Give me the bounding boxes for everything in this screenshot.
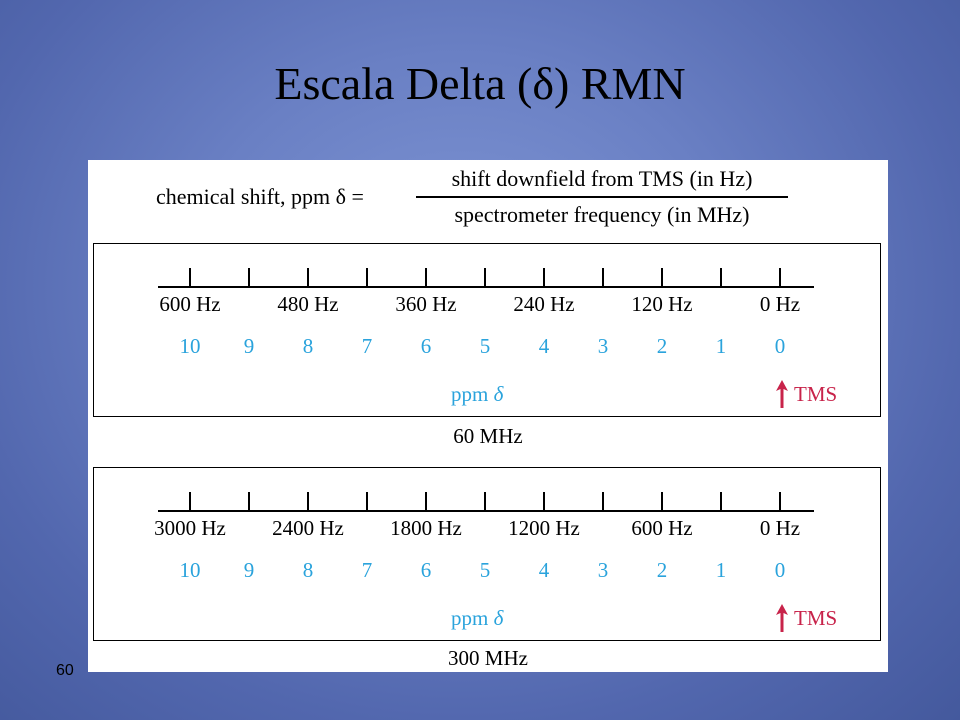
axis-line bbox=[158, 286, 814, 288]
ppm-tick-label: 2 bbox=[656, 334, 668, 358]
fraction-bar bbox=[416, 196, 788, 198]
tick-mark bbox=[602, 492, 604, 510]
hz-tick-label: 480 Hz bbox=[277, 292, 339, 316]
ppm-tick-label: 8 bbox=[302, 558, 314, 582]
tms-arrow-icon bbox=[776, 380, 788, 408]
tick-mark bbox=[543, 268, 545, 286]
chemical-shift-formula: chemical shift, ppm δ = shift downfield … bbox=[88, 160, 888, 244]
nmr-diagram-panel: chemical shift, ppm δ = shift downfield … bbox=[88, 160, 888, 672]
tick-mark bbox=[720, 492, 722, 510]
ppm-tick-label: 4 bbox=[538, 558, 550, 582]
tick-mark bbox=[189, 268, 191, 286]
ppm-tick-label: 0 bbox=[774, 558, 786, 582]
hz-tick-label: 240 Hz bbox=[513, 292, 575, 316]
formula-fraction: shift downfield from TMS (in Hz) spectro… bbox=[416, 166, 788, 228]
hz-tick-label: 360 Hz bbox=[395, 292, 457, 316]
ppm-tick-label: 5 bbox=[479, 334, 491, 358]
formula-lhs: chemical shift, ppm δ = bbox=[156, 184, 364, 209]
tick-mark bbox=[425, 492, 427, 510]
ppm-delta-symbol: δ bbox=[493, 382, 504, 406]
hz-tick-label: 600 Hz bbox=[159, 292, 221, 316]
tms-label: TMS bbox=[794, 382, 838, 406]
hz-tick-label: 1800 Hz bbox=[390, 516, 462, 540]
ppm-tick-label: 10 bbox=[179, 558, 201, 582]
frequency-label-300mhz: 300 MHz bbox=[448, 646, 528, 670]
ppm-tick-label: 2 bbox=[656, 558, 668, 582]
tick-mark bbox=[602, 268, 604, 286]
hz-tick-label: 0 Hz bbox=[759, 292, 801, 316]
ppm-delta-symbol: δ bbox=[493, 606, 504, 630]
ppm-tick-label: 3 bbox=[597, 334, 609, 358]
hz-tick-label: 600 Hz bbox=[631, 516, 693, 540]
slide-title: Escala Delta (δ) RMN bbox=[274, 58, 686, 109]
ppm-tick-label: 8 bbox=[302, 334, 314, 358]
tick-mark bbox=[779, 268, 781, 286]
ppm-tick-label: 6 bbox=[420, 558, 432, 582]
tick-mark bbox=[543, 492, 545, 510]
tms-label: TMS bbox=[794, 606, 838, 630]
hz-tick-label: 120 Hz bbox=[631, 292, 693, 316]
ppm-caption-text: ppm bbox=[451, 382, 489, 406]
tms-arrow-icon bbox=[776, 604, 788, 632]
hz-tick-label: 1200 Hz bbox=[508, 516, 580, 540]
tick-mark bbox=[248, 492, 250, 510]
tick-mark bbox=[661, 268, 663, 286]
ppm-tick-label: 10 bbox=[179, 334, 201, 358]
slide-number: 60 bbox=[56, 662, 74, 679]
ppm-tick-label: 7 bbox=[361, 558, 373, 582]
tick-mark bbox=[779, 492, 781, 510]
ppm-caption: ppm δ bbox=[451, 606, 503, 631]
formula-denominator: spectrometer frequency (in MHz) bbox=[454, 201, 750, 227]
tick-mark bbox=[720, 268, 722, 286]
ppm-tick-label: 9 bbox=[243, 558, 255, 582]
tick-mark bbox=[661, 492, 663, 510]
tick-mark bbox=[366, 268, 368, 286]
ppm-tick-label: 4 bbox=[538, 334, 550, 358]
ppm-caption: ppm δ bbox=[451, 382, 503, 407]
tick-mark bbox=[307, 492, 309, 510]
tick-mark bbox=[307, 268, 309, 286]
hz-tick-label: 2400 Hz bbox=[272, 516, 344, 540]
tick-mark bbox=[484, 492, 486, 510]
tick-mark bbox=[366, 492, 368, 510]
axis-line bbox=[158, 510, 814, 512]
ppm-tick-label: 0 bbox=[774, 334, 786, 358]
hz-tick-label: 3000 Hz bbox=[154, 516, 226, 540]
ppm-tick-label: 1 bbox=[715, 334, 727, 358]
tick-mark bbox=[248, 268, 250, 286]
ppm-tick-label: 5 bbox=[479, 558, 491, 582]
frequency-label-60mhz: 60 MHz bbox=[453, 424, 523, 448]
ppm-tick-label: 7 bbox=[361, 334, 373, 358]
tick-mark bbox=[189, 492, 191, 510]
formula-numerator: shift downfield from TMS (in Hz) bbox=[451, 166, 753, 191]
tick-mark bbox=[425, 268, 427, 286]
ppm-tick-label: 6 bbox=[420, 334, 432, 358]
ppm-tick-label: 9 bbox=[243, 334, 255, 358]
tick-mark bbox=[484, 268, 486, 286]
ppm-caption-text: ppm bbox=[451, 606, 489, 630]
ppm-tick-label: 1 bbox=[715, 558, 727, 582]
hz-tick-label: 0 Hz bbox=[759, 516, 801, 540]
ppm-tick-label: 3 bbox=[597, 558, 609, 582]
